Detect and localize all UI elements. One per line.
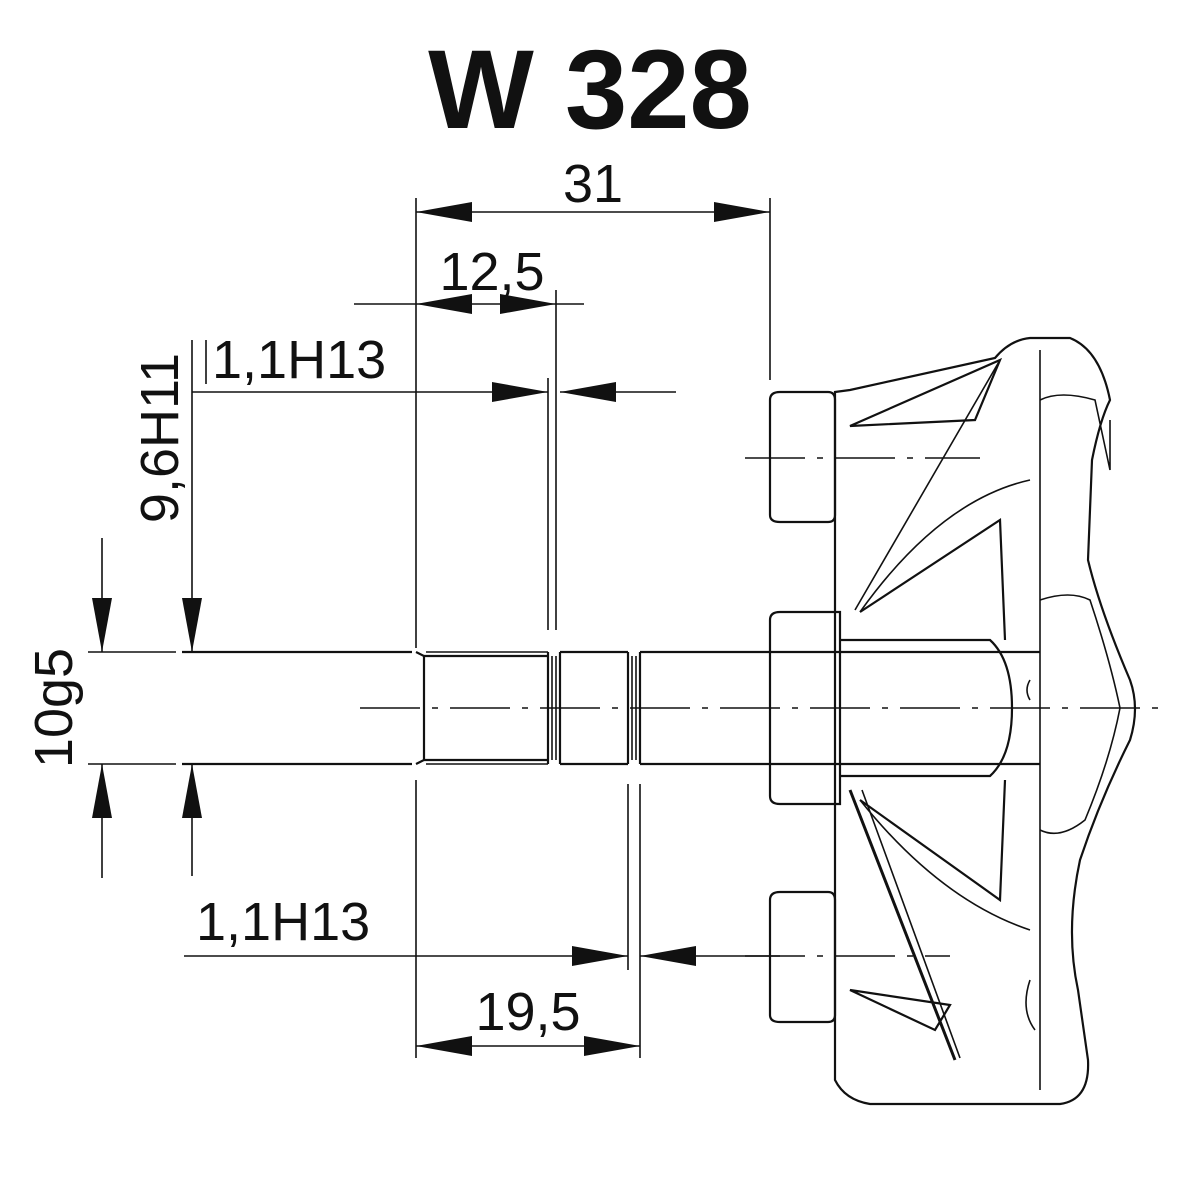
dimension-groove1-diameter: 9,6H11 — [130, 340, 202, 876]
dimension-overall-length: 31 — [415, 154, 771, 648]
dimension-groove2-width: 1,1H13 — [184, 784, 780, 970]
dim-label-9-6h11: 9,6H11 — [130, 353, 190, 523]
dim-label-1-1h13-bottom: 1,1H13 — [196, 892, 370, 952]
shaft — [182, 650, 1160, 766]
impeller-body — [745, 336, 1137, 1106]
dim-label-12-5: 12,5 — [439, 242, 544, 302]
drawing-title: W 328 — [428, 27, 752, 152]
dim-label-10g5: 10g5 — [24, 648, 84, 768]
dimension-groove1-position: 12,5 — [354, 242, 584, 630]
dimension-groove2-position: 19,5 — [415, 780, 641, 1058]
dim-label-19-5: 19,5 — [475, 982, 580, 1042]
dimension-groove1-width: 1,1H13 — [192, 330, 676, 630]
dim-label-31: 31 — [563, 154, 623, 214]
dim-label-1-1h13-top: 1,1H13 — [212, 330, 386, 390]
dimension-shaft-diameter: 10g5 — [24, 538, 176, 878]
